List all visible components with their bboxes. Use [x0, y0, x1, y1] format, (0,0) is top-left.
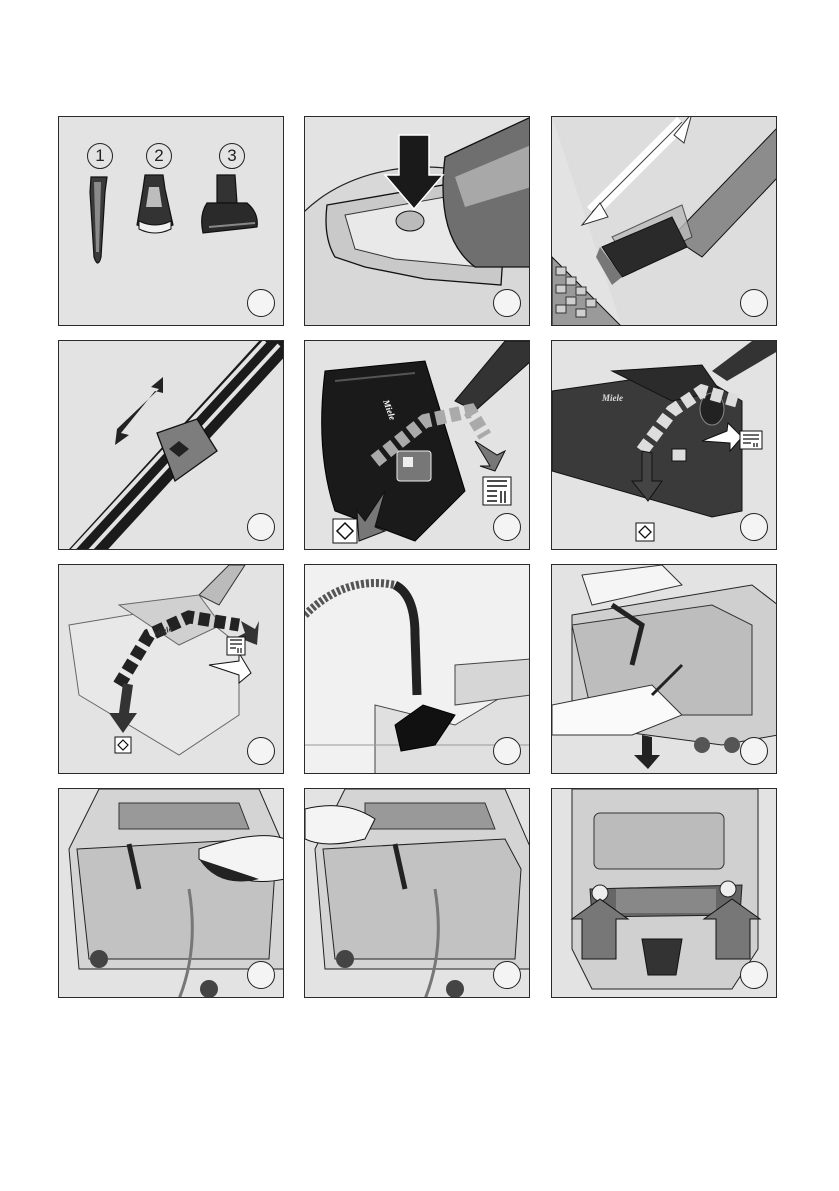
panel-4-telescopic-tube [58, 340, 284, 550]
figure-number-badge [247, 289, 275, 317]
figure-number-badge [247, 737, 275, 765]
figure-number-badge [740, 289, 768, 317]
panel-7-floorhead-outline: Miele [58, 564, 284, 774]
figure-number-badge [493, 289, 521, 317]
panel-10-foot-press-cord [58, 788, 284, 998]
hard-floor-icon [483, 477, 511, 505]
accessory-number-3: 3 [219, 143, 245, 169]
figure-number-badge [740, 513, 768, 541]
figure-number-badge [247, 513, 275, 541]
panel-5-floorhead-switch: Miele [304, 340, 530, 550]
figure-number-badge [493, 737, 521, 765]
carpet-icon [636, 523, 654, 541]
panel-9-dustbag-lid [551, 564, 777, 774]
figure-number-badge [247, 961, 275, 989]
panel-6-floorhead-pedal: Miele [551, 340, 777, 550]
carpet-icon [333, 519, 357, 543]
figure-number-badge [740, 961, 768, 989]
hard-floor-icon [227, 637, 245, 655]
accessory-number-1: 1 [87, 143, 113, 169]
panel-8-vacuum-hose [304, 564, 530, 774]
panel-3-brush-use [551, 116, 777, 326]
figure-number-badge [493, 961, 521, 989]
panel-12-suction-control [551, 788, 777, 998]
figure-number-badge [740, 737, 768, 765]
panel-2-press-release [304, 116, 530, 326]
figure-number-badge [493, 513, 521, 541]
panel-1-accessories: 1 2 3 [58, 116, 284, 326]
accessory-number-2: 2 [146, 143, 172, 169]
panel-11-foot-press [304, 788, 530, 998]
brand-logo: Miele [601, 393, 623, 403]
hard-floor-icon [740, 431, 762, 449]
carpet-icon [115, 737, 131, 753]
